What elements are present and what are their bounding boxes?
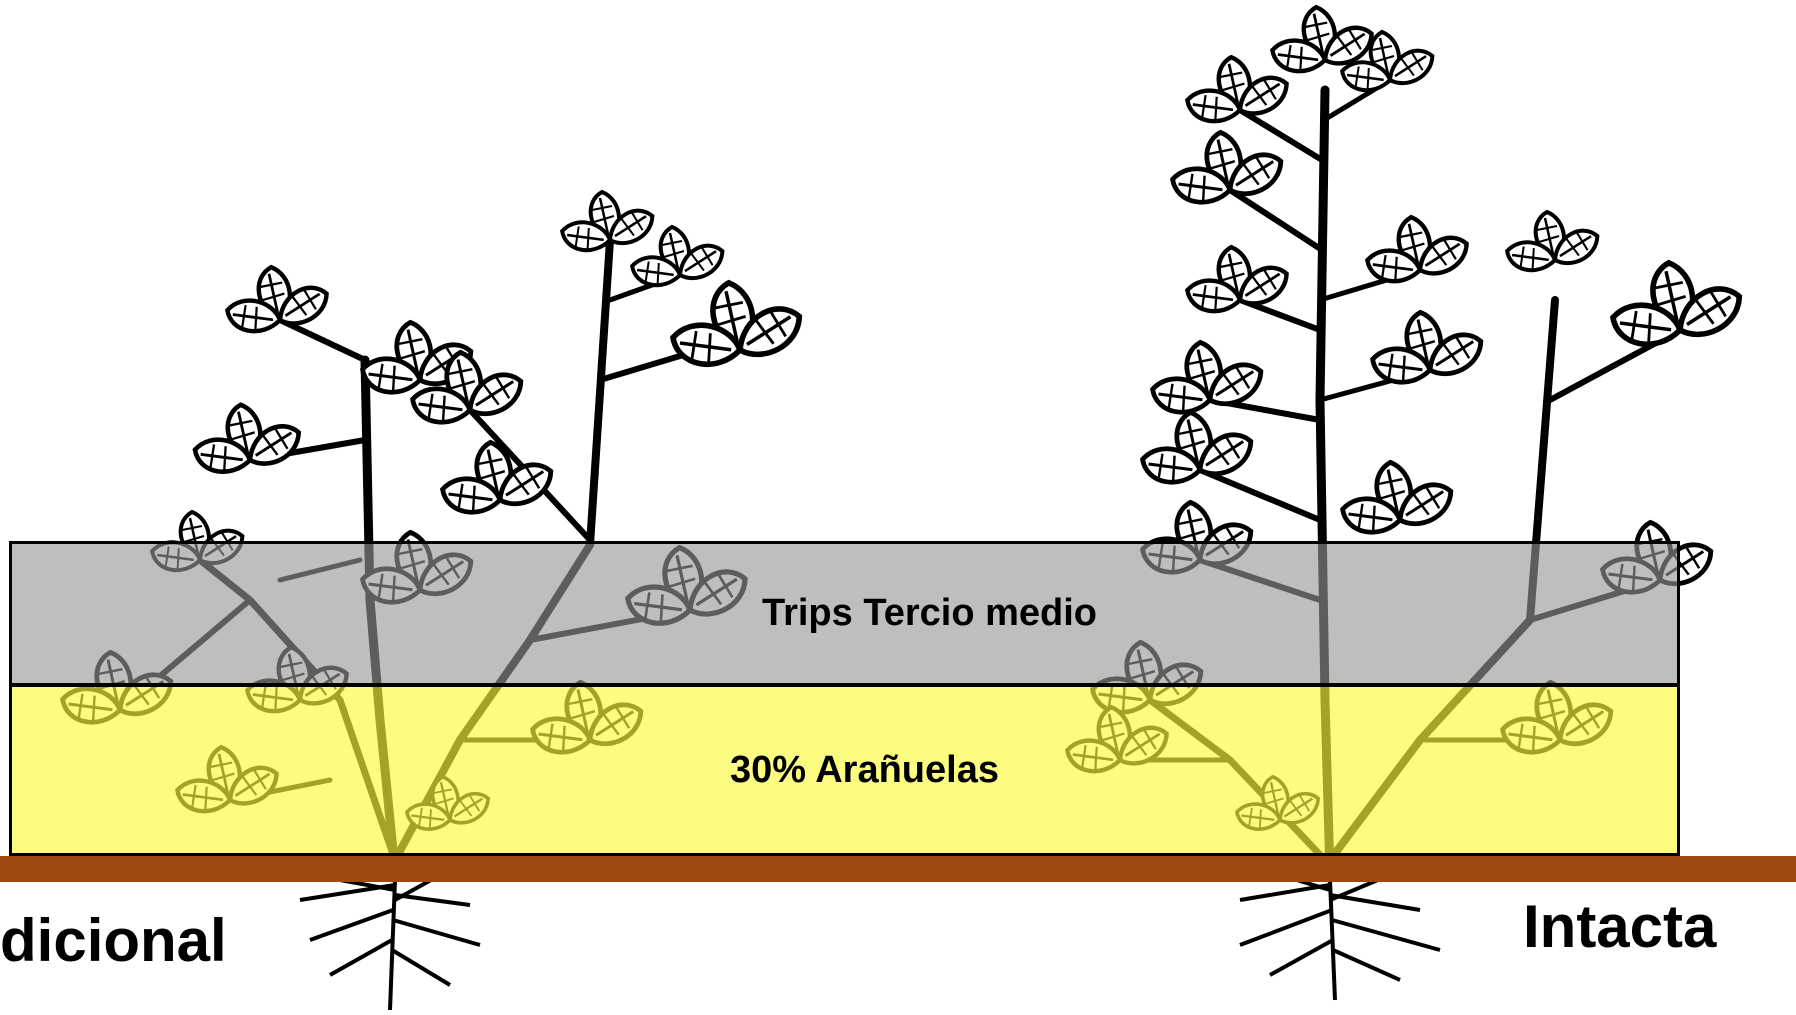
soil-line [0, 856, 1796, 882]
right-plant-label: Intacta [1523, 892, 1716, 961]
left-plant-label: dicional [0, 906, 227, 975]
lower-band-label: 30% Arañuelas [730, 749, 999, 792]
upper-band: Trips Tercio medio [9, 541, 1680, 686]
right-plant-roots [1240, 875, 1440, 1000]
left-plant-roots [300, 875, 480, 1010]
lower-band: 30% Arañuelas [9, 684, 1680, 856]
upper-band-label: Trips Tercio medio [762, 592, 1097, 635]
